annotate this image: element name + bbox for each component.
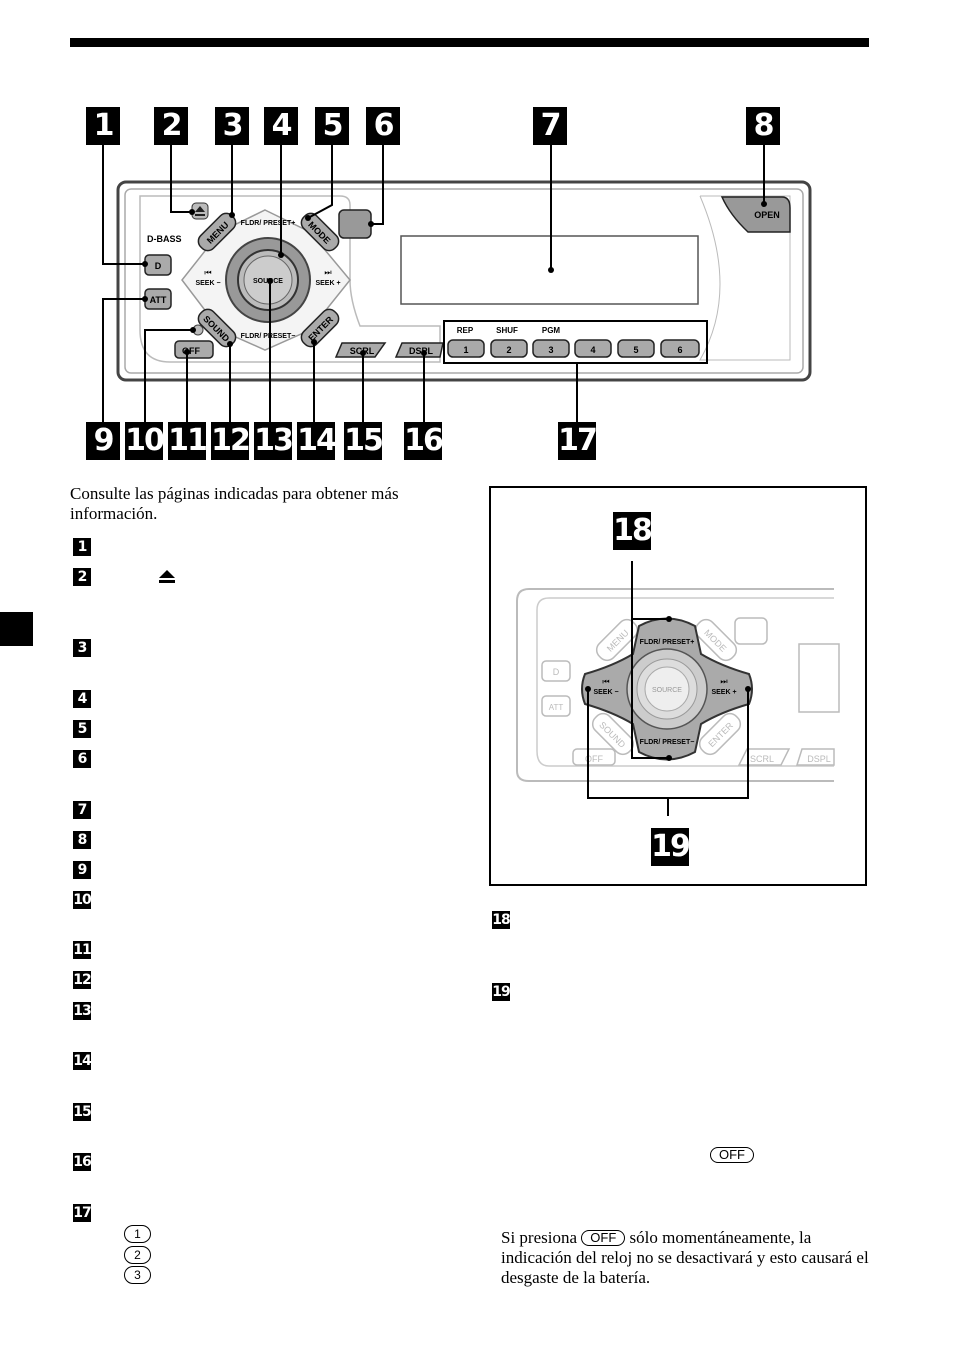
off-button-ref: OFF	[710, 1147, 754, 1163]
callout-13: 13	[254, 422, 294, 460]
marker-18: 18	[492, 911, 511, 929]
svg-text:⏭: ⏭	[324, 268, 331, 277]
inset-scrl-label: SCRL	[750, 754, 774, 764]
rep-label: REP	[457, 326, 474, 335]
svg-text:⏮: ⏮	[204, 268, 211, 277]
front-panel-illustration: OPEN D-BASS D ATT OFF SOURCE MENU MODE S…	[102, 145, 812, 422]
circled-number-1: 1	[124, 1225, 151, 1243]
callout-1: 1	[86, 107, 120, 145]
shuf-label: SHUF	[496, 326, 518, 335]
fldr-preset-minus-label: FLDR/ PRESET−	[241, 333, 296, 340]
marker-11: 11	[73, 941, 92, 959]
marker-10: 10	[73, 891, 92, 909]
callout-3: 3	[215, 107, 249, 145]
marker-16: 16	[73, 1153, 92, 1171]
inset-fldr-plus-label: FLDR/ PRESET+	[640, 639, 695, 646]
marker-1: 1	[73, 538, 91, 556]
preset-4: 4	[590, 345, 595, 355]
preset-6: 6	[677, 345, 682, 355]
callout-18: 18	[613, 512, 653, 550]
d-label: D	[155, 261, 162, 271]
intro-text: Consulte las páginas indicadas para obte…	[70, 484, 399, 523]
callout-9: 9	[86, 422, 120, 460]
marker-17: 17	[73, 1204, 92, 1222]
inset-mode-label: MODE	[702, 628, 728, 654]
preset-2: 2	[506, 345, 511, 355]
inset-source-label: SOURCE	[652, 687, 682, 694]
dspl-label: DSPL	[409, 346, 434, 356]
att-label: ATT	[150, 295, 167, 305]
fldr-preset-plus-label: FLDR/ PRESET+	[241, 220, 296, 227]
preset-5: 5	[633, 345, 638, 355]
seek-minus-label: SEEK −	[195, 280, 220, 287]
callout-12: 12	[211, 422, 251, 460]
preset-buttons: 1 2 3 4 5 6	[447, 339, 700, 358]
note-after: sólo momentáneamente, la indicación del …	[501, 1228, 869, 1287]
callout-11: 11	[168, 422, 208, 460]
section-tab	[0, 612, 33, 646]
marker-14: 14	[73, 1052, 92, 1070]
inset-dspl-label: DSPL	[807, 754, 831, 764]
inset-att-label: ATT	[549, 703, 564, 712]
inset-illustration: D ATT OFF SCRL DSPL MENU MODE SOUND ENTE…	[489, 486, 867, 886]
circled-number-2: 2	[124, 1246, 151, 1264]
svg-text:⏭: ⏭	[720, 677, 727, 686]
inset-off-label: OFF	[585, 754, 603, 764]
off-label: OFF	[182, 346, 200, 356]
inset-drawing: D ATT OFF SCRL DSPL MENU MODE SOUND ENTE…	[516, 561, 840, 816]
preset-3: 3	[548, 345, 553, 355]
callout-8: 8	[746, 107, 780, 145]
pgm-label: PGM	[542, 326, 561, 335]
marker-4: 4	[73, 690, 91, 708]
inset-enter-label: ENTER	[706, 720, 735, 749]
svg-text:⏮: ⏮	[602, 677, 609, 686]
marker-8: 8	[73, 831, 91, 849]
inset-fldr-minus-label: FLDR/ PRESET−	[640, 739, 695, 746]
callout-10: 10	[125, 422, 165, 460]
marker-9: 9	[73, 861, 91, 879]
note-off-button: OFF	[581, 1230, 626, 1246]
seek-plus-label: SEEK +	[315, 280, 340, 287]
marker-5: 5	[73, 720, 91, 738]
dbass-label: D-BASS	[147, 234, 182, 244]
callout-7: 7	[533, 107, 567, 145]
note-before: Si presiona	[501, 1228, 582, 1247]
callout-4: 4	[264, 107, 298, 145]
inset-sound-label: SOUND	[597, 720, 627, 750]
inset-seek-plus-label: SEEK +	[711, 689, 736, 696]
marker-2: 2	[73, 568, 91, 586]
callout-2: 2	[154, 107, 188, 145]
preset-1: 1	[463, 345, 468, 355]
callout-15: 15	[344, 422, 384, 460]
marker-19: 19	[492, 983, 511, 1001]
inset-seek-minus-label: SEEK −	[593, 689, 618, 696]
header-rule	[70, 38, 869, 47]
battery-note: Si presiona OFF sólo momentáneamente, la…	[501, 1228, 871, 1288]
callout-6: 6	[366, 107, 400, 145]
circled-number-3: 3	[124, 1266, 151, 1284]
marker-6: 6	[73, 750, 91, 768]
eject-icon	[159, 570, 175, 583]
open-label: OPEN	[754, 210, 780, 220]
callout-16: 16	[404, 422, 444, 460]
marker-12: 12	[73, 971, 92, 989]
marker-15: 15	[73, 1103, 92, 1121]
marker-13: 13	[73, 1002, 92, 1020]
marker-3: 3	[73, 639, 91, 657]
marker-7: 7	[73, 801, 91, 819]
callout-19: 19	[651, 828, 691, 866]
inset-menu-label: MENU	[605, 628, 631, 654]
callout-5: 5	[315, 107, 349, 145]
callout-17: 17	[558, 422, 598, 460]
inset-d-label: D	[553, 667, 560, 677]
callout-14: 14	[297, 422, 337, 460]
